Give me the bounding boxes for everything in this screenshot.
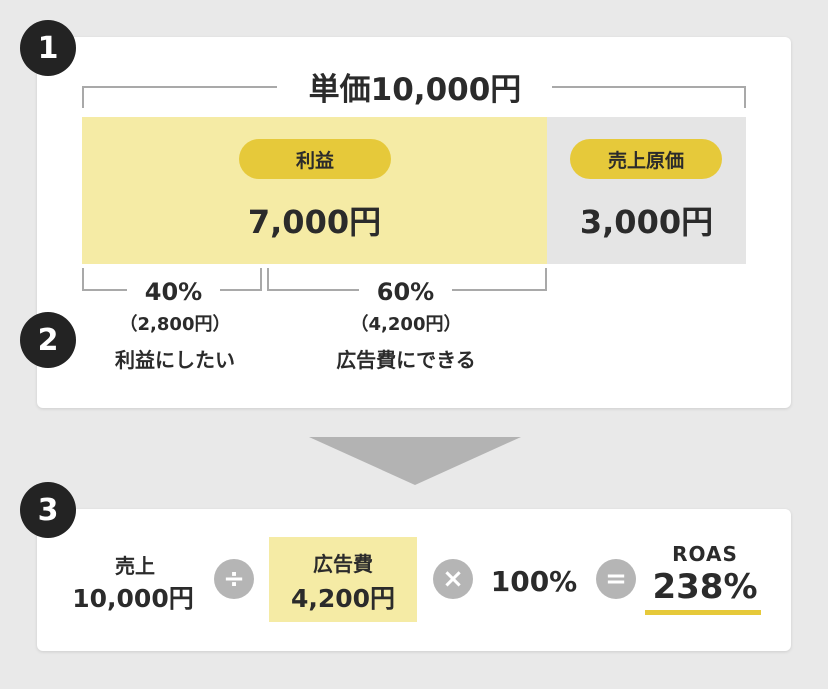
unit-price-bracket-left-tick — [82, 86, 84, 108]
step-badge-1: 1 — [20, 20, 76, 76]
unit-price-bracket-left — [82, 86, 277, 88]
equals-icon: = — [596, 559, 636, 599]
split-right-bracket-tick-b — [545, 268, 547, 290]
split-right-caption: 広告費にできる — [336, 347, 476, 372]
step-badge-2: 2 — [20, 312, 76, 368]
cost-value: 3,000円 — [579, 203, 714, 241]
unit-price-bracket-right — [552, 86, 746, 88]
split-right-bracket-tick-a — [267, 268, 269, 290]
sales-value: 10,000円 — [72, 584, 194, 613]
split-right-bracket-line-b — [452, 289, 547, 291]
split-left-bracket-tick-a — [82, 268, 84, 290]
split-right-percent: 60% — [376, 278, 435, 306]
sales-label: 売上 — [115, 553, 155, 578]
roas-label: ROAS — [672, 542, 738, 566]
down-arrow-icon — [309, 437, 521, 485]
multiply-icon: × — [433, 559, 473, 599]
ad-cost-label: 広告費 — [313, 551, 373, 576]
unit-price-label: 単価10,000円 — [308, 71, 522, 108]
split-left-bracket-tick-b — [260, 268, 262, 290]
roas-underline — [645, 610, 761, 615]
split-left-amount: （2,800円） — [119, 314, 231, 335]
split-right-bracket-line-a — [267, 289, 359, 291]
profit-label: 利益 — [239, 139, 391, 179]
split-left-percent: 40% — [144, 278, 203, 306]
ad-cost-value: 4,200円 — [290, 584, 396, 613]
hundred-percent: 100% — [490, 564, 578, 598]
ad-cost-box — [269, 537, 417, 622]
split-left-bracket-line-a — [82, 289, 127, 291]
unit-price-bracket-right-tick — [744, 86, 746, 108]
cost-label: 売上原価 — [570, 139, 722, 179]
split-right-amount: （4,200円） — [350, 314, 462, 335]
divide-icon: ÷ — [214, 559, 254, 599]
roas-value: 238% — [652, 567, 758, 607]
split-left-caption: 利益にしたい — [115, 347, 235, 372]
step-badge-3: 3 — [20, 482, 76, 538]
profit-value: 7,000円 — [247, 203, 382, 241]
split-left-bracket-line-b — [220, 289, 262, 291]
